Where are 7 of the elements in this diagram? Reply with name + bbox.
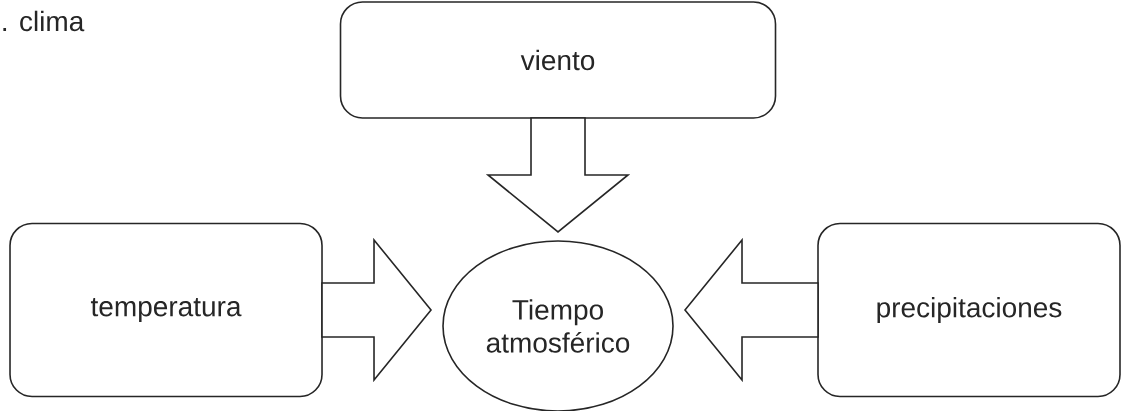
block-arrow xyxy=(321,237,433,383)
block-arrow xyxy=(485,117,631,234)
caption-text: . clima xyxy=(3,10,85,32)
block-arrow xyxy=(683,237,819,383)
rounded-box: temperatura xyxy=(9,222,323,398)
rounded-box: viento xyxy=(339,1,777,119)
rounded-box: precipitaciones xyxy=(817,222,1121,398)
